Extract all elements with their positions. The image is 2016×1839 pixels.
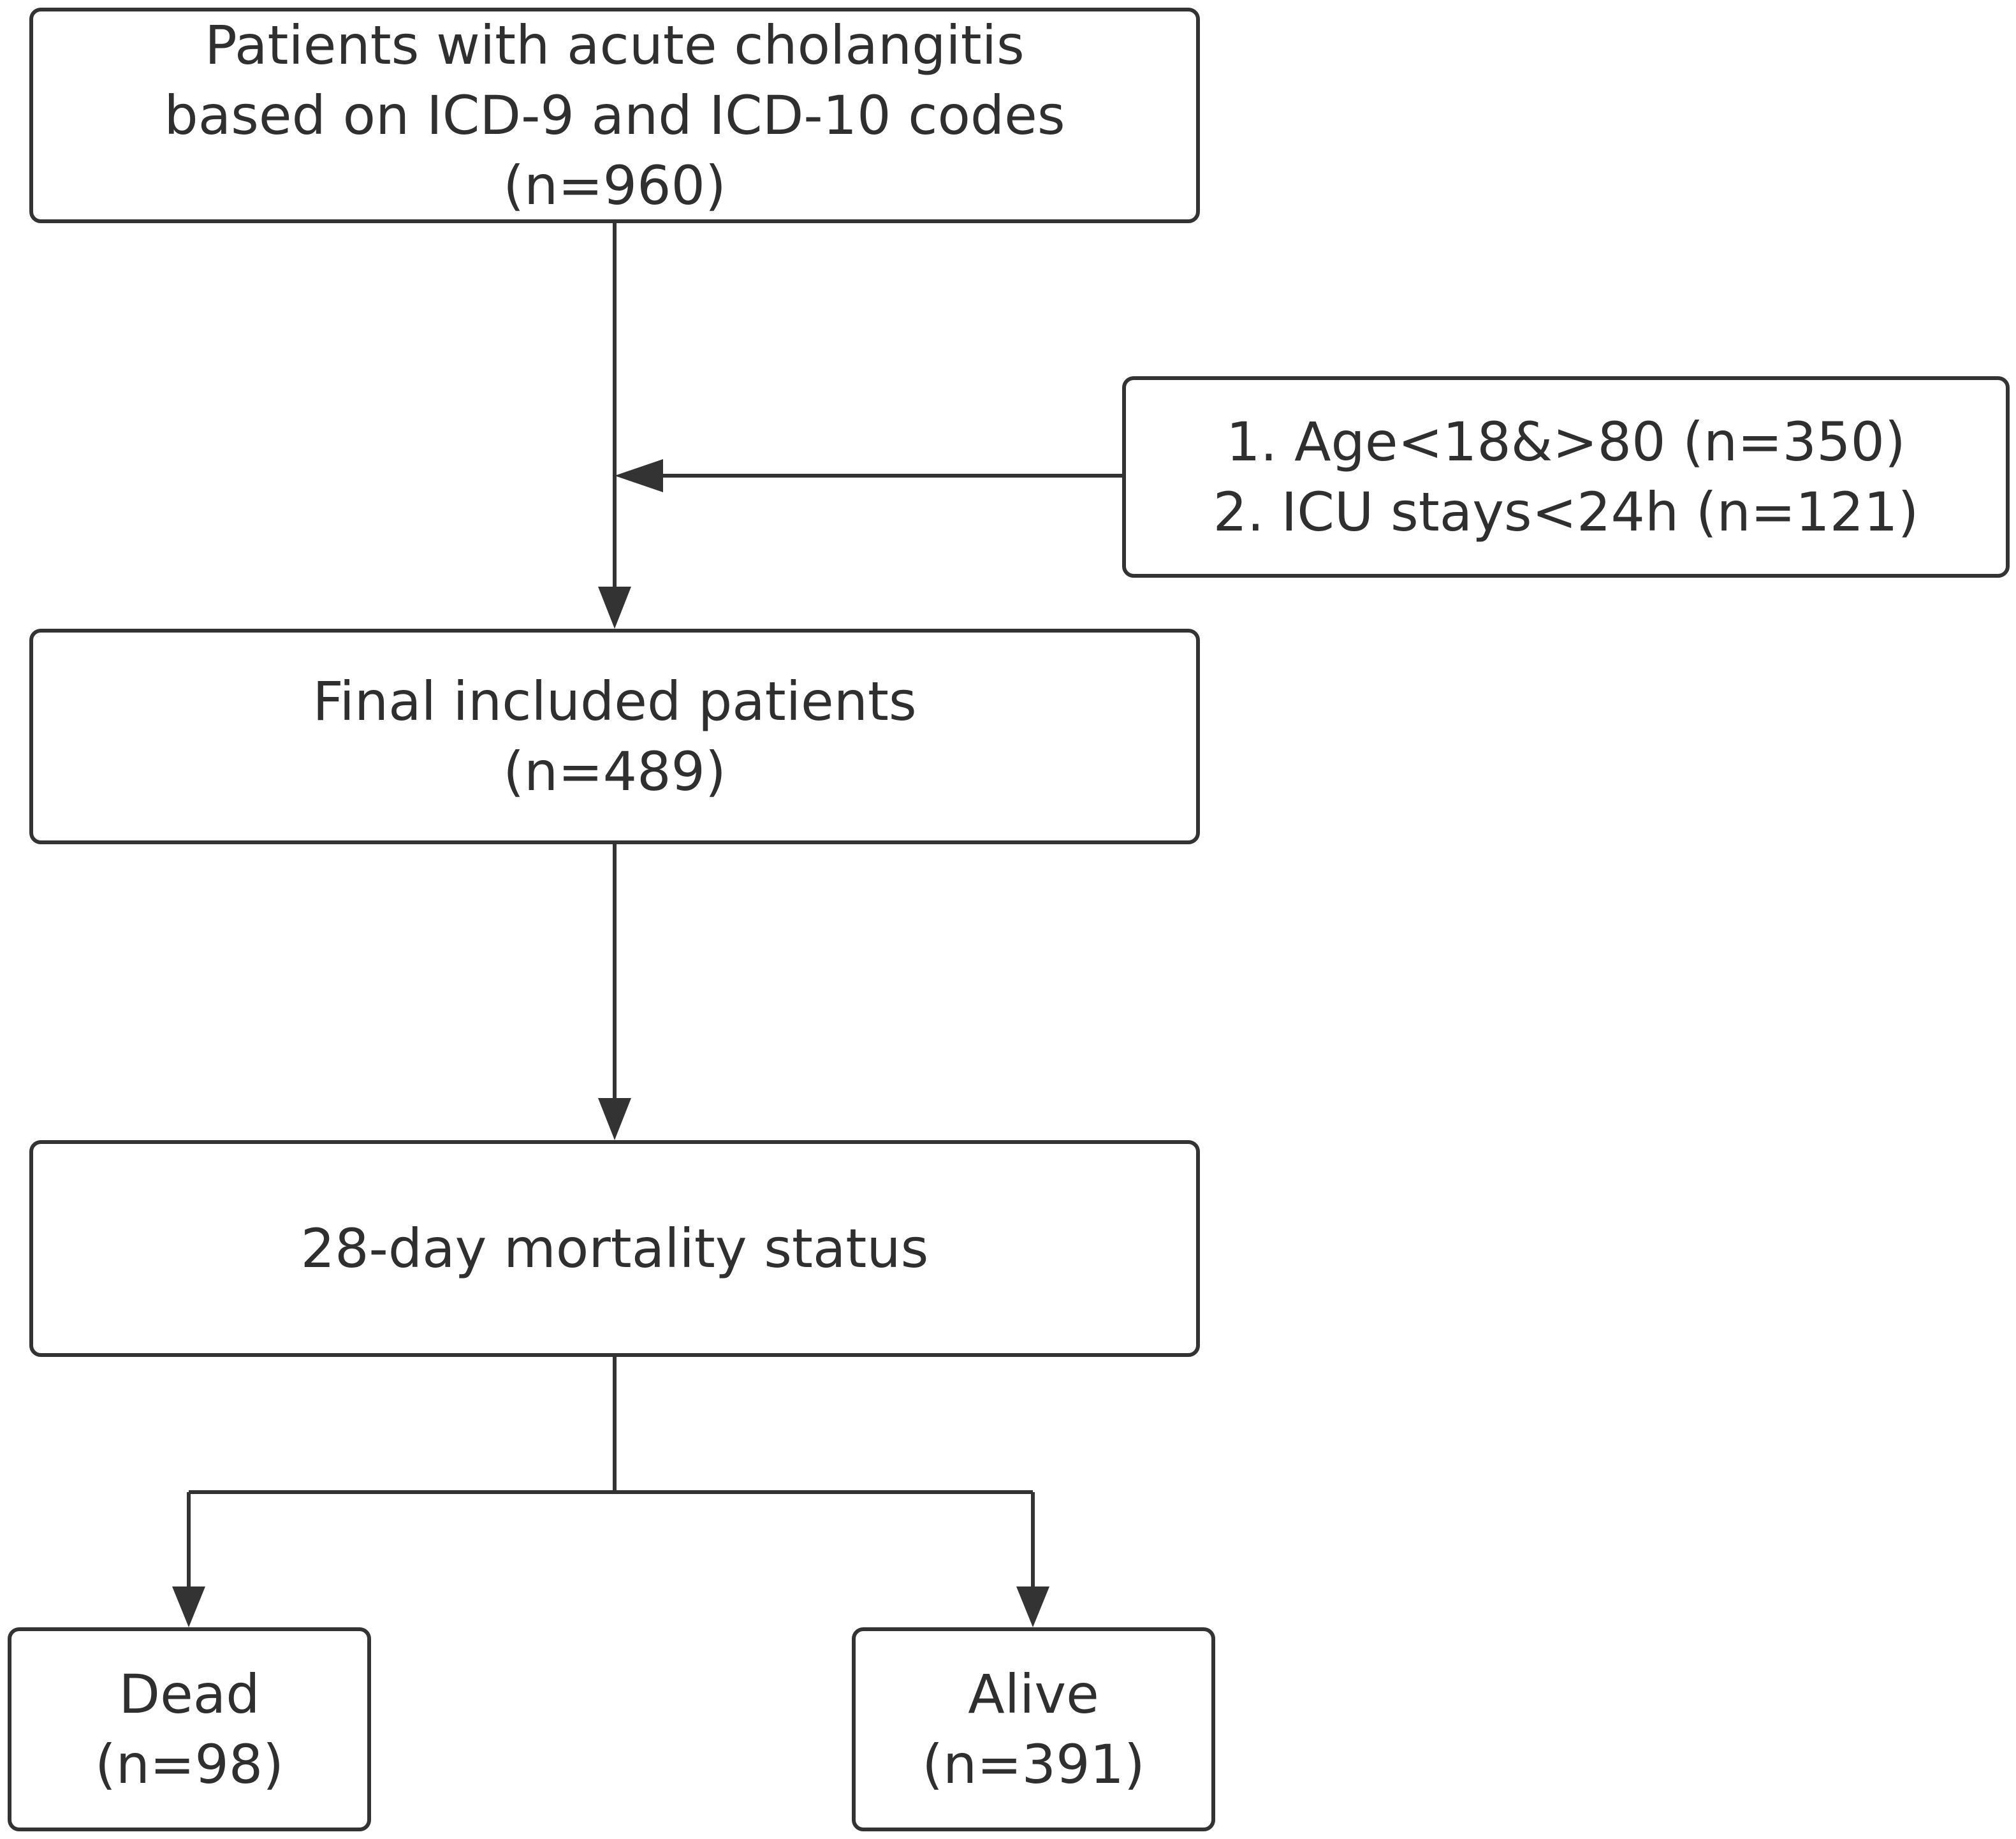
node-dead-line-2: (n=98)	[94, 1733, 284, 1796]
node-start-line-3: (n=960)	[503, 154, 726, 217]
node-start-line-1: Patients with acute cholangitis	[205, 14, 1025, 77]
arrowhead-mortality	[598, 1098, 631, 1140]
node-alive-line-1: Alive	[968, 1663, 1099, 1725]
node-exclusion: 1. Age<18&>80 (n=350) 2. ICU stays<24h (…	[1122, 376, 2010, 578]
arrowhead-exclusion	[615, 459, 663, 492]
node-alive: Alive (n=391)	[852, 1627, 1215, 1831]
node-final: Final included patients (n=489)	[29, 629, 1200, 844]
node-dead: Dead (n=98)	[8, 1627, 371, 1831]
arrowhead-final	[598, 587, 631, 629]
arrowhead-alive	[1016, 1586, 1049, 1627]
node-exclusion-line-1: 1. Age<18&>80 (n=350)	[1226, 411, 1906, 473]
node-start: Patients with acute cholangitis based on…	[29, 8, 1200, 223]
arrowhead-dead	[172, 1586, 205, 1627]
node-mortality: 28-day mortality status	[29, 1140, 1200, 1357]
node-alive-line-2: (n=391)	[922, 1733, 1145, 1796]
node-exclusion-line-2: 2. ICU stays<24h (n=121)	[1213, 481, 1919, 543]
node-final-line-1: Final included patients	[312, 670, 917, 733]
node-final-line-2: (n=489)	[503, 740, 726, 803]
node-dead-line-1: Dead	[119, 1663, 260, 1725]
node-mortality-line-1: 28-day mortality status	[300, 1217, 929, 1280]
node-start-line-2: based on ICD-9 and ICD-10 codes	[164, 84, 1065, 147]
